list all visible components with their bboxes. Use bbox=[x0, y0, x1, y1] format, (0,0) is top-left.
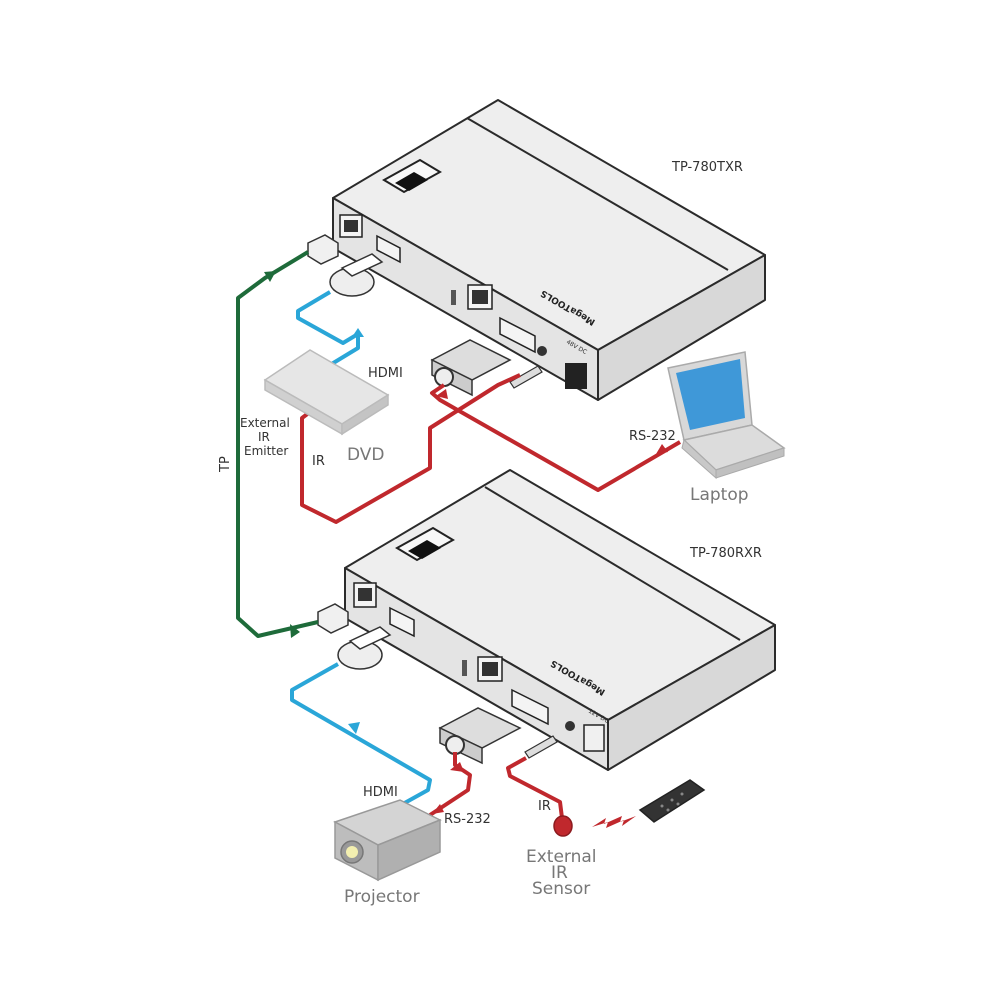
hdmi-cable-projector bbox=[290, 662, 432, 812]
ir-sensor-label-line2: IR bbox=[551, 863, 568, 883]
ir-sensor-label-line3: Sensor bbox=[532, 879, 590, 899]
rs232-port bbox=[499, 316, 536, 354]
mode-switch bbox=[451, 290, 456, 305]
ir-plug bbox=[509, 365, 543, 389]
hdmi-label-bottom: HDMI bbox=[363, 785, 398, 800]
ir-sensor-icon bbox=[553, 815, 573, 837]
rs232-arrow-tx bbox=[436, 389, 448, 399]
transmitter-side-panel bbox=[597, 254, 766, 401]
hdmi-arrow-projector bbox=[348, 722, 360, 734]
power-jack bbox=[583, 724, 605, 752]
ir-sensor-label-line1: External bbox=[526, 847, 597, 867]
power-terminal bbox=[565, 363, 587, 389]
ir-label-bottom: IR bbox=[538, 799, 551, 814]
tp-arrow-down bbox=[290, 624, 300, 638]
ir-emitter-label: External IR Emitter bbox=[240, 416, 294, 458]
transmitter-device: 48V DC MegaTOOLS bbox=[307, 99, 766, 401]
rs232-arrow-laptop bbox=[656, 444, 668, 454]
rs232-arrow-projector bbox=[432, 804, 444, 814]
rs232-arrow-rx bbox=[450, 762, 464, 772]
transmitter-top-seam bbox=[466, 117, 729, 271]
ir-sensor-label: External IR Sensor bbox=[526, 847, 602, 899]
rs232-cable-projector bbox=[428, 752, 472, 817]
hdmi-plug bbox=[329, 253, 384, 297]
ir-emitter-label-line2: IR bbox=[258, 430, 270, 444]
dvd-label: DVD bbox=[347, 445, 385, 465]
ir-cable-emitter bbox=[300, 373, 521, 524]
tp-out-port-inner bbox=[344, 220, 358, 232]
receiver-device: 12V DC MegaTOOLS bbox=[317, 469, 776, 771]
ir-cable-sensor bbox=[506, 756, 564, 819]
laptop-icon bbox=[667, 351, 786, 480]
rs232-plug bbox=[438, 707, 522, 765]
hdmi-arrow-dvd bbox=[352, 328, 364, 337]
ethernet-port-inner bbox=[482, 662, 498, 676]
rs232-label-projector: RS-232 bbox=[444, 812, 491, 827]
tp-in-port-inner bbox=[358, 588, 372, 601]
hdmi-in-port bbox=[376, 234, 401, 264]
receiver-side-panel bbox=[607, 624, 776, 771]
tp-arrow-up bbox=[264, 271, 276, 282]
laptop-label: Laptop bbox=[690, 485, 749, 505]
tp-connector bbox=[317, 603, 349, 634]
kramer-logo-icon bbox=[382, 158, 442, 194]
hdmi-cable-dvd bbox=[296, 290, 360, 367]
tp-connector bbox=[307, 234, 339, 265]
transmitter-model-label: TP-780TXR bbox=[671, 160, 743, 175]
tp-label: TP bbox=[218, 456, 233, 473]
rs232-port bbox=[511, 688, 549, 726]
remote-control-icon bbox=[638, 779, 706, 823]
ir-jack bbox=[565, 721, 575, 731]
ir-jack bbox=[537, 346, 547, 356]
rs232-label-laptop: RS-232 bbox=[629, 429, 676, 444]
ir-label-top: IR bbox=[312, 454, 325, 469]
hdmi-plug bbox=[337, 626, 392, 670]
ir-plug bbox=[524, 735, 558, 759]
rs232-plug bbox=[430, 339, 512, 397]
projector-icon bbox=[333, 799, 442, 882]
mode-switch bbox=[462, 660, 467, 676]
ir-signal-icon bbox=[592, 816, 636, 828]
projector-label: Projector bbox=[344, 887, 420, 907]
rs232-cable-laptop bbox=[430, 383, 682, 492]
ethernet-port-inner bbox=[472, 290, 488, 304]
ir-emitter-label-line1: External bbox=[240, 416, 290, 430]
kramer-logo-icon bbox=[395, 526, 455, 562]
hdmi-out-port bbox=[389, 606, 415, 638]
dvd-player-icon bbox=[263, 349, 390, 436]
receiver-model-label: TP-780RXR bbox=[689, 546, 762, 561]
ir-emitter-label-line3: Emitter bbox=[244, 444, 288, 458]
receiver-top-seam bbox=[484, 486, 741, 641]
hdmi-label-top: HDMI bbox=[368, 366, 403, 381]
